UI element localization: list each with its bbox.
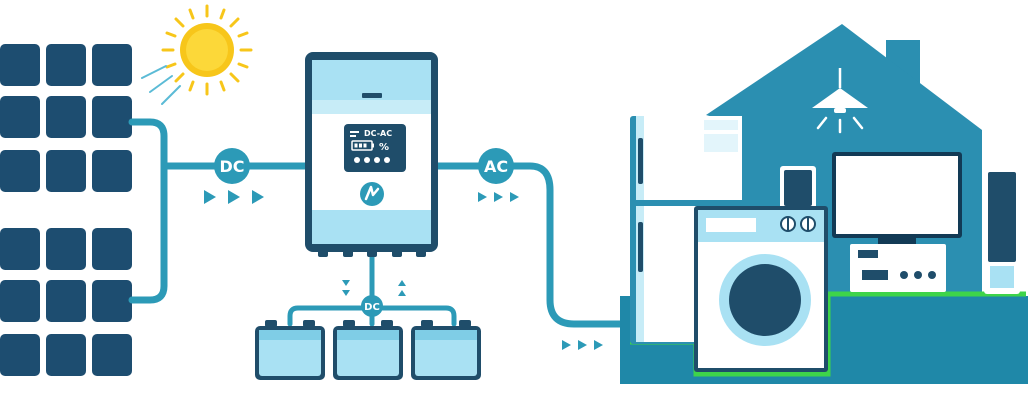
television <box>832 152 962 244</box>
sun-ray-arrows <box>141 65 181 105</box>
inverter-percent-label: % <box>379 142 389 153</box>
inverter-buttons <box>354 157 390 163</box>
battery <box>333 320 403 380</box>
inverter: DC-AC % <box>305 52 438 257</box>
washing-machine <box>694 206 828 372</box>
dc-cable <box>128 118 309 304</box>
inverter-screen: DC-AC % <box>344 124 406 172</box>
inverter-mode-label: DC-AC <box>364 129 392 138</box>
battery-dc-badge-label: DC <box>364 302 380 313</box>
stereo-receiver <box>850 244 946 292</box>
ceiling-lamp-icon <box>812 68 868 134</box>
battery <box>255 320 325 380</box>
battery <box>411 320 481 380</box>
battery-bank <box>255 320 481 380</box>
inverter-connectors <box>318 250 426 257</box>
ac-badge-label: AC <box>484 157 508 176</box>
small-speaker <box>780 166 816 210</box>
ac-output-arrows <box>562 340 603 350</box>
dc-badge: DC <box>214 148 250 184</box>
dc-badge-label: DC <box>219 157 244 176</box>
ac-cable <box>434 162 644 328</box>
battery-dc-badge: DC <box>361 295 383 317</box>
battery-flow-arrows <box>342 280 406 296</box>
tower-speaker <box>984 168 1020 294</box>
battery-level-icon <box>351 140 374 151</box>
dc-flow-arrows <box>204 190 264 204</box>
lightning-bolt-icon <box>360 182 384 206</box>
ac-badge: AC <box>478 148 514 184</box>
solar-panel-array <box>0 44 132 376</box>
sun-icon <box>161 4 253 96</box>
ac-flow-arrows <box>478 192 519 202</box>
